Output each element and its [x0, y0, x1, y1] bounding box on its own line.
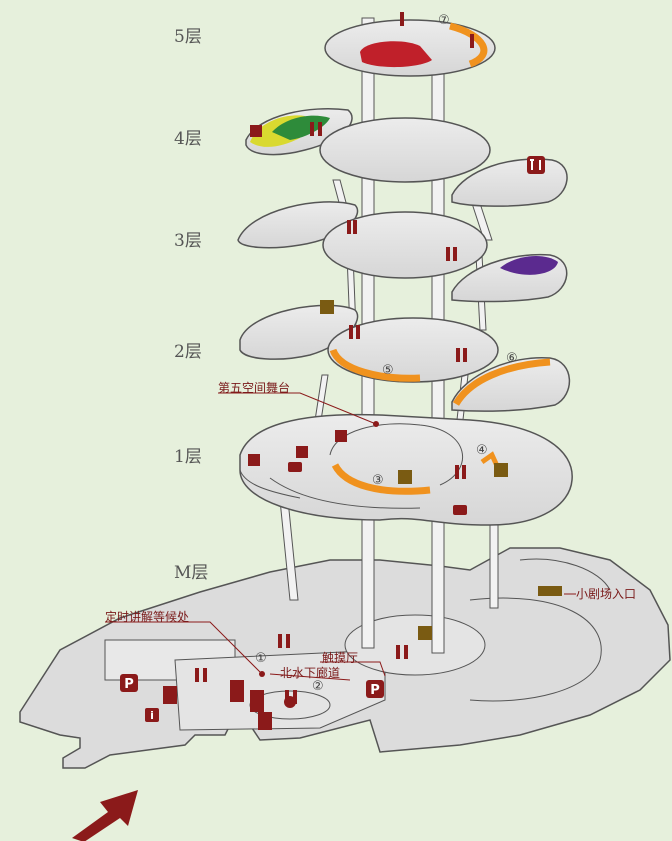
marker-4: ④	[476, 443, 488, 458]
floor-3-purple-zone	[500, 256, 558, 275]
marker-7: ⑦	[438, 13, 450, 28]
stage-label: 第五空间舞台	[218, 381, 291, 395]
gift-icon	[248, 125, 347, 466]
hall-label: 触摸厅	[322, 651, 359, 665]
floor-5-red-zone	[360, 41, 432, 68]
floor-label-m: M层	[174, 563, 209, 583]
parking-icon: P	[120, 674, 138, 692]
m-floor-edge	[19, 721, 85, 769]
floor-label-5: 5层	[174, 27, 202, 47]
info-icon: i	[145, 708, 159, 722]
svg-text:i: i	[150, 709, 154, 722]
floor-1-orange-arc	[331, 463, 431, 495]
floor-label-1: 1层	[174, 447, 202, 467]
m-floor-core	[344, 614, 486, 676]
marker-5: ⑤	[382, 363, 394, 378]
theater-entrance-label: 小剧场入口	[576, 587, 637, 601]
floor-2-right-wing	[451, 356, 571, 412]
floor-5-orange-arc	[449, 22, 488, 68]
marker-6: ⑥	[506, 351, 518, 366]
m-floor-bay	[519, 558, 611, 591]
floor-label-3: 3层	[174, 231, 202, 251]
marker-3: ③	[372, 473, 384, 488]
svg-text:P: P	[370, 683, 380, 698]
restaurant-icon	[527, 156, 545, 174]
floor-2-main	[327, 317, 499, 383]
accessible-facility-icon	[163, 680, 272, 730]
marker-1: ①	[255, 651, 267, 666]
m-floor-arc	[469, 597, 602, 702]
north-corridor-label: 北水下廊道	[280, 666, 341, 680]
svg-text:P: P	[124, 677, 134, 692]
floor-4-green-zone	[272, 115, 330, 140]
theater-entrance-icon	[538, 586, 562, 596]
parking-icon: P	[366, 680, 384, 698]
floor-1-edge	[239, 469, 301, 499]
coffee-icon	[288, 462, 467, 515]
floor-3-main	[322, 211, 488, 279]
floor-2-orange-arc	[329, 348, 421, 382]
floor-2-orange-band	[452, 358, 551, 406]
waiting-point-label: 定时讲解等候处	[105, 610, 190, 624]
floor-4-main	[319, 117, 491, 183]
theater-icon	[284, 696, 296, 708]
floor-label-2: 2层	[174, 342, 202, 362]
leader-lines	[105, 392, 576, 681]
entrance-arrow-icon	[72, 790, 138, 841]
elevator-icon	[320, 300, 508, 640]
marker-2: ②	[312, 679, 324, 694]
floor-1-platform	[239, 413, 573, 526]
floor-1-inner-arc	[269, 477, 421, 509]
floor-label-4: 4层	[174, 129, 202, 149]
